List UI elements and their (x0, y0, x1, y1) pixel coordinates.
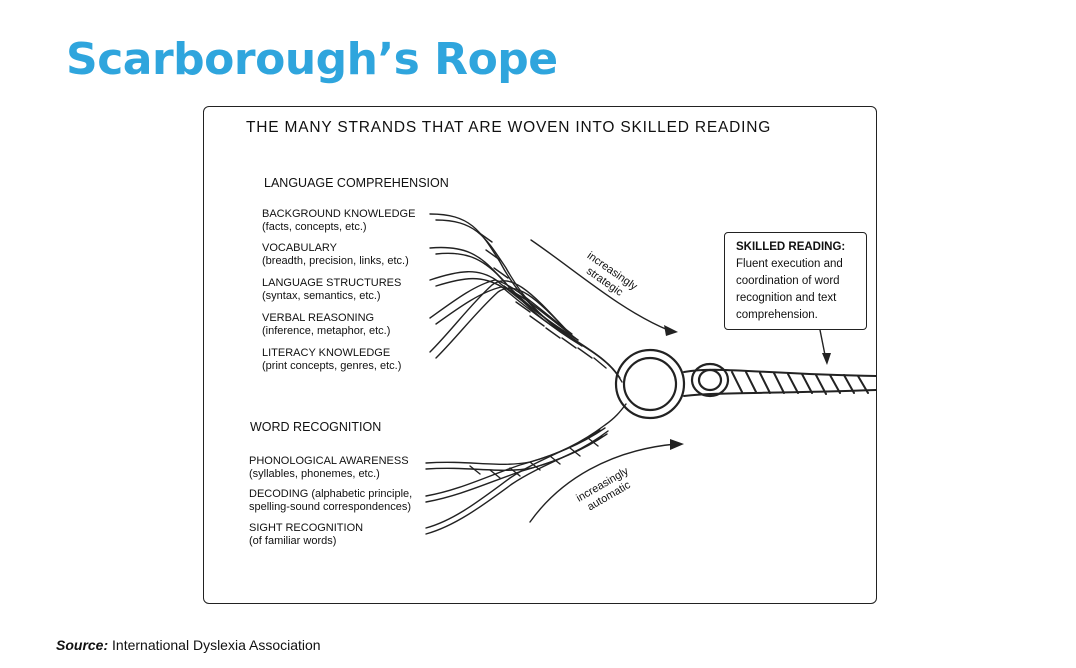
strand-label: PHONOLOGICAL AWARENESS (249, 455, 409, 467)
skilled-reading-line: comprehension. (736, 309, 818, 321)
strand-sight-recognition: SIGHT RECOGNITION (of familiar words) (249, 522, 363, 548)
arrowhead-strategic (664, 325, 678, 336)
rope-loops (614, 348, 730, 420)
language-strands (429, 213, 623, 383)
strand-vocabulary: VOCABULARY (breadth, precision, links, e… (262, 242, 409, 268)
strand-label: VOCABULARY (262, 242, 337, 254)
strand-phonological-awareness: PHONOLOGICAL AWARENESS (syllables, phone… (249, 455, 409, 481)
strand-label: LITERACY KNOWLEDGE (262, 347, 391, 359)
strand-detail: (syntax, semantics, etc.) (262, 290, 381, 302)
source-credit: Source: International Dyslexia Associati… (56, 637, 321, 653)
diagram-heading: THE MANY STRANDS THAT ARE WOVEN INTO SKI… (246, 119, 772, 136)
strand-detail: (facts, concepts, etc.) (262, 221, 367, 233)
strand-detail: (inference, metaphor, etc.) (262, 325, 391, 337)
strand-detail: spelling-sound correspondences) (249, 501, 412, 513)
strand-label: DECODING (alphabetic principle, (249, 488, 413, 500)
source-text: International Dyslexia Association (112, 637, 321, 653)
strand-label: BACKGROUND KNOWLEDGE (262, 208, 416, 220)
skilled-reading-title: SKILLED READING: (736, 241, 846, 253)
strand-detail: (of familiar words) (249, 535, 337, 547)
word-recognition-strands (425, 403, 627, 535)
language-comprehension-title: LANGUAGE COMPREHENSION (264, 176, 449, 190)
arrowhead-automatic (670, 439, 684, 450)
strand-label: SIGHT RECOGNITION (249, 522, 364, 534)
skilled-reading-line: Fluent execution and (736, 258, 843, 270)
skilled-reading-line: coordination of word (736, 275, 840, 287)
strand-verbal-reasoning: VERBAL REASONING (inference, metaphor, e… (262, 312, 390, 338)
strand-language-structures: LANGUAGE STRUCTURES (syntax, semantics, … (262, 277, 401, 303)
source-label: Source: (56, 637, 109, 653)
strand-decoding: DECODING (alphabetic principle, spelling… (249, 488, 412, 514)
strand-label: VERBAL REASONING (262, 312, 375, 324)
diagram-frame (203, 106, 877, 604)
strand-literacy-knowledge: LITERACY KNOWLEDGE (print concepts, genr… (262, 347, 401, 373)
strand-label: LANGUAGE STRUCTURES (262, 277, 402, 289)
skilled-reading-box: SKILLED READING: Fluent execution and co… (724, 232, 867, 330)
skilled-reading-line: recognition and text (736, 292, 837, 304)
strand-background-knowledge: BACKGROUND KNOWLEDGE (facts, concepts, e… (262, 208, 415, 234)
arrowhead-skilled (822, 353, 831, 365)
strand-detail: (breadth, precision, links, etc.) (262, 255, 409, 267)
main-rope (683, 368, 877, 397)
strand-detail: (syllables, phonemes, etc.) (249, 468, 380, 480)
page-title: Scarborough’s Rope (66, 34, 558, 85)
word-recognition-title: WORD RECOGNITION (250, 420, 382, 434)
strand-detail: (print concepts, genres, etc.) (262, 360, 402, 372)
